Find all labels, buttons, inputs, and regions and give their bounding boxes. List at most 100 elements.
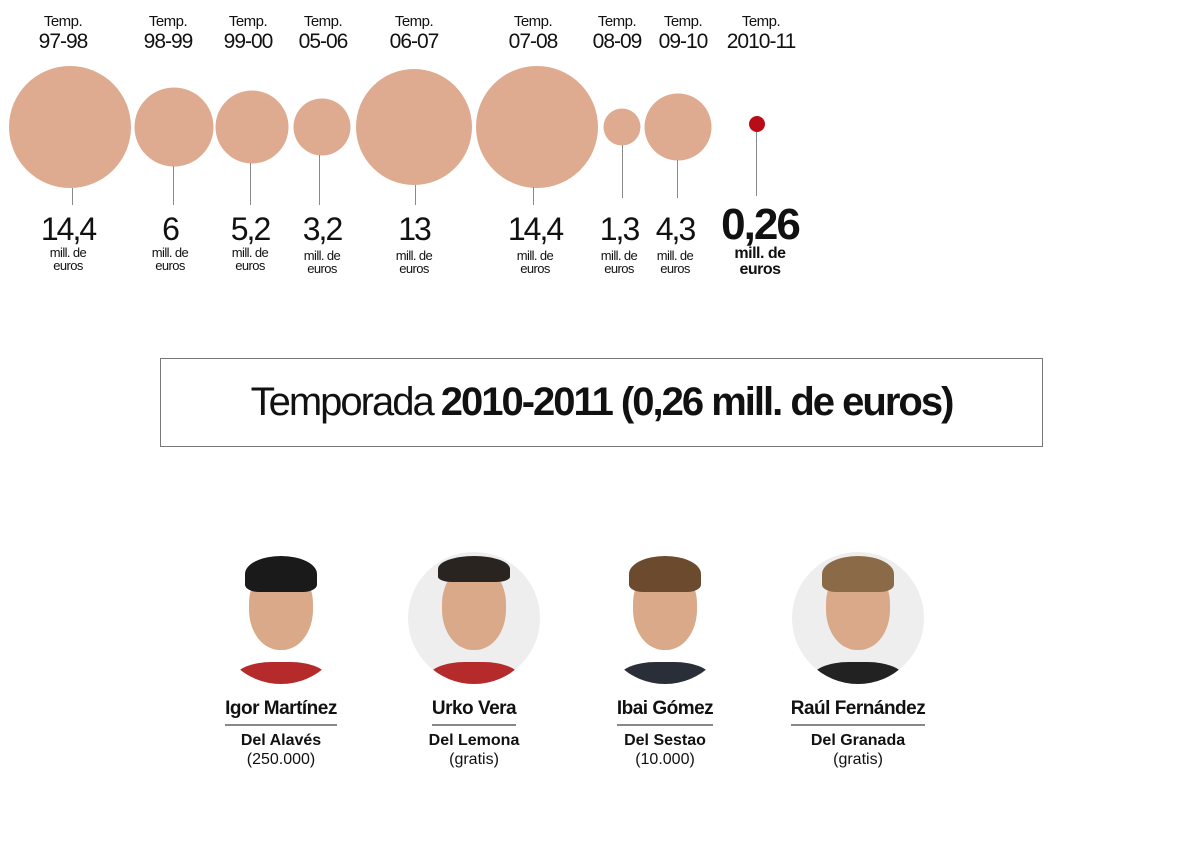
bubble-99-00 bbox=[215, 90, 289, 164]
value-number: 3,2 bbox=[302, 211, 344, 247]
player-card: Igor Martínez Del Alavés (250.000) bbox=[181, 552, 381, 769]
value-unit: euros bbox=[604, 261, 634, 276]
bubble-2010-11 bbox=[749, 116, 765, 132]
season-prefix: Temp. bbox=[394, 13, 434, 30]
season-label: Temp.98-99 bbox=[143, 14, 194, 54]
value-unit: mill. de bbox=[231, 245, 269, 260]
connector-line bbox=[533, 187, 534, 205]
connector-line bbox=[319, 155, 320, 205]
heading-strong: 2010-2011 (0,26 mill. de euros) bbox=[440, 380, 955, 424]
player-fee: (250.000) bbox=[246, 751, 316, 768]
bubble-09-10 bbox=[644, 93, 712, 161]
connector-line bbox=[250, 163, 251, 205]
season-prefix: Temp. bbox=[741, 13, 781, 30]
value-unit: mill. de bbox=[151, 245, 189, 260]
value-unit: euros bbox=[155, 258, 185, 273]
player-fee: (gratis) bbox=[449, 751, 499, 768]
value-unit: euros bbox=[520, 261, 550, 276]
season-years: 99-00 bbox=[223, 30, 274, 53]
connector-line bbox=[622, 145, 623, 198]
season-prefix: Temp. bbox=[43, 13, 83, 30]
season-years: 05-06 bbox=[298, 30, 349, 53]
player-origin: Del Sestao bbox=[624, 732, 706, 749]
value-number: 0,26 bbox=[721, 200, 801, 249]
season-label: Temp.07-08 bbox=[508, 13, 559, 54]
player-name: Ibai Gómez bbox=[616, 698, 714, 726]
connector-line bbox=[756, 132, 757, 196]
player-fee: (10.000) bbox=[635, 751, 695, 768]
player-origin: Del Granada bbox=[810, 732, 906, 749]
connector-line bbox=[72, 188, 73, 205]
connector-line bbox=[677, 160, 678, 198]
player-origin: Del Alavés bbox=[240, 732, 322, 749]
player-fee: (gratis) bbox=[833, 751, 883, 768]
season-prefix: Temp. bbox=[597, 13, 637, 30]
season-years: 09-10 bbox=[658, 30, 709, 53]
season-label: Temp.97-98 bbox=[38, 13, 89, 54]
season-years: 2010-11 bbox=[726, 30, 797, 53]
season-label: Temp.08-09 bbox=[592, 13, 643, 54]
value-number: 5,2 bbox=[230, 211, 272, 247]
season-years: 98-99 bbox=[143, 30, 194, 53]
value-unit: euros bbox=[53, 258, 83, 273]
player-card: Ibai Gómez Del Sestao (10.000) bbox=[565, 552, 765, 769]
season-prefix: Temp. bbox=[513, 13, 553, 30]
season-prefix: Temp. bbox=[303, 13, 343, 30]
bubble-97-98 bbox=[9, 66, 131, 188]
value-number: 13 bbox=[398, 211, 432, 247]
value-unit: mill. de bbox=[395, 248, 433, 263]
value-number: 4,3 bbox=[655, 211, 697, 247]
value-number: 14,4 bbox=[507, 211, 564, 247]
value-unit: euros bbox=[307, 261, 337, 276]
season-years: 08-09 bbox=[592, 30, 643, 53]
value-number: 6 bbox=[162, 211, 180, 247]
season-heading-box: Temporada 2010-2011 (0,26 mill. de euros… bbox=[160, 358, 1043, 447]
bubble-98-99 bbox=[134, 87, 214, 167]
season-years: 97-98 bbox=[38, 30, 89, 53]
bubble-06-07 bbox=[356, 69, 472, 185]
player-photo bbox=[599, 552, 731, 684]
player-photo bbox=[408, 552, 540, 684]
value-unit: euros bbox=[235, 258, 265, 273]
player-origin: Del Lemona bbox=[428, 732, 520, 749]
value-unit: mill. de bbox=[516, 248, 554, 263]
season-label: Temp.06-07 bbox=[389, 13, 440, 54]
player-name: Igor Martínez bbox=[225, 698, 337, 726]
bubble-07-08 bbox=[476, 66, 598, 188]
connector-line bbox=[415, 185, 416, 205]
value-unit: mill. de bbox=[49, 245, 87, 260]
value-unit: euros bbox=[739, 261, 781, 278]
value-unit: euros bbox=[399, 261, 429, 276]
value-unit: mill. de bbox=[600, 248, 638, 263]
season-years: 06-07 bbox=[389, 30, 440, 53]
bubble-08-09 bbox=[603, 108, 641, 146]
player-photo bbox=[792, 552, 924, 684]
season-prefix: Temp. bbox=[663, 13, 703, 30]
player-card: Urko Vera Del Lemona (gratis) bbox=[374, 552, 574, 769]
season-label: Temp.05-06 bbox=[298, 13, 349, 54]
season-label: Temp.09-10 bbox=[658, 13, 709, 54]
season-years: 07-08 bbox=[508, 30, 559, 53]
player-card: Raúl Fernández Del Granada (gratis) bbox=[758, 552, 958, 769]
connector-line bbox=[173, 166, 174, 205]
player-name: Raúl Fernández bbox=[790, 698, 926, 726]
bubble-05-06 bbox=[293, 98, 351, 156]
value-number: 14,4 bbox=[40, 211, 97, 247]
value-unit: euros bbox=[660, 261, 690, 276]
season-label: Temp.99-00 bbox=[223, 13, 274, 54]
value-unit: mill. de bbox=[734, 245, 786, 262]
player-photo bbox=[215, 552, 347, 684]
season-label: Temp.2010-11 bbox=[726, 13, 797, 54]
heading-light: Temporada bbox=[250, 380, 435, 424]
value-number: 1,3 bbox=[599, 211, 641, 247]
value-unit: mill. de bbox=[656, 248, 694, 263]
value-unit: mill. de bbox=[303, 248, 341, 263]
season-prefix: Temp. bbox=[228, 13, 268, 30]
